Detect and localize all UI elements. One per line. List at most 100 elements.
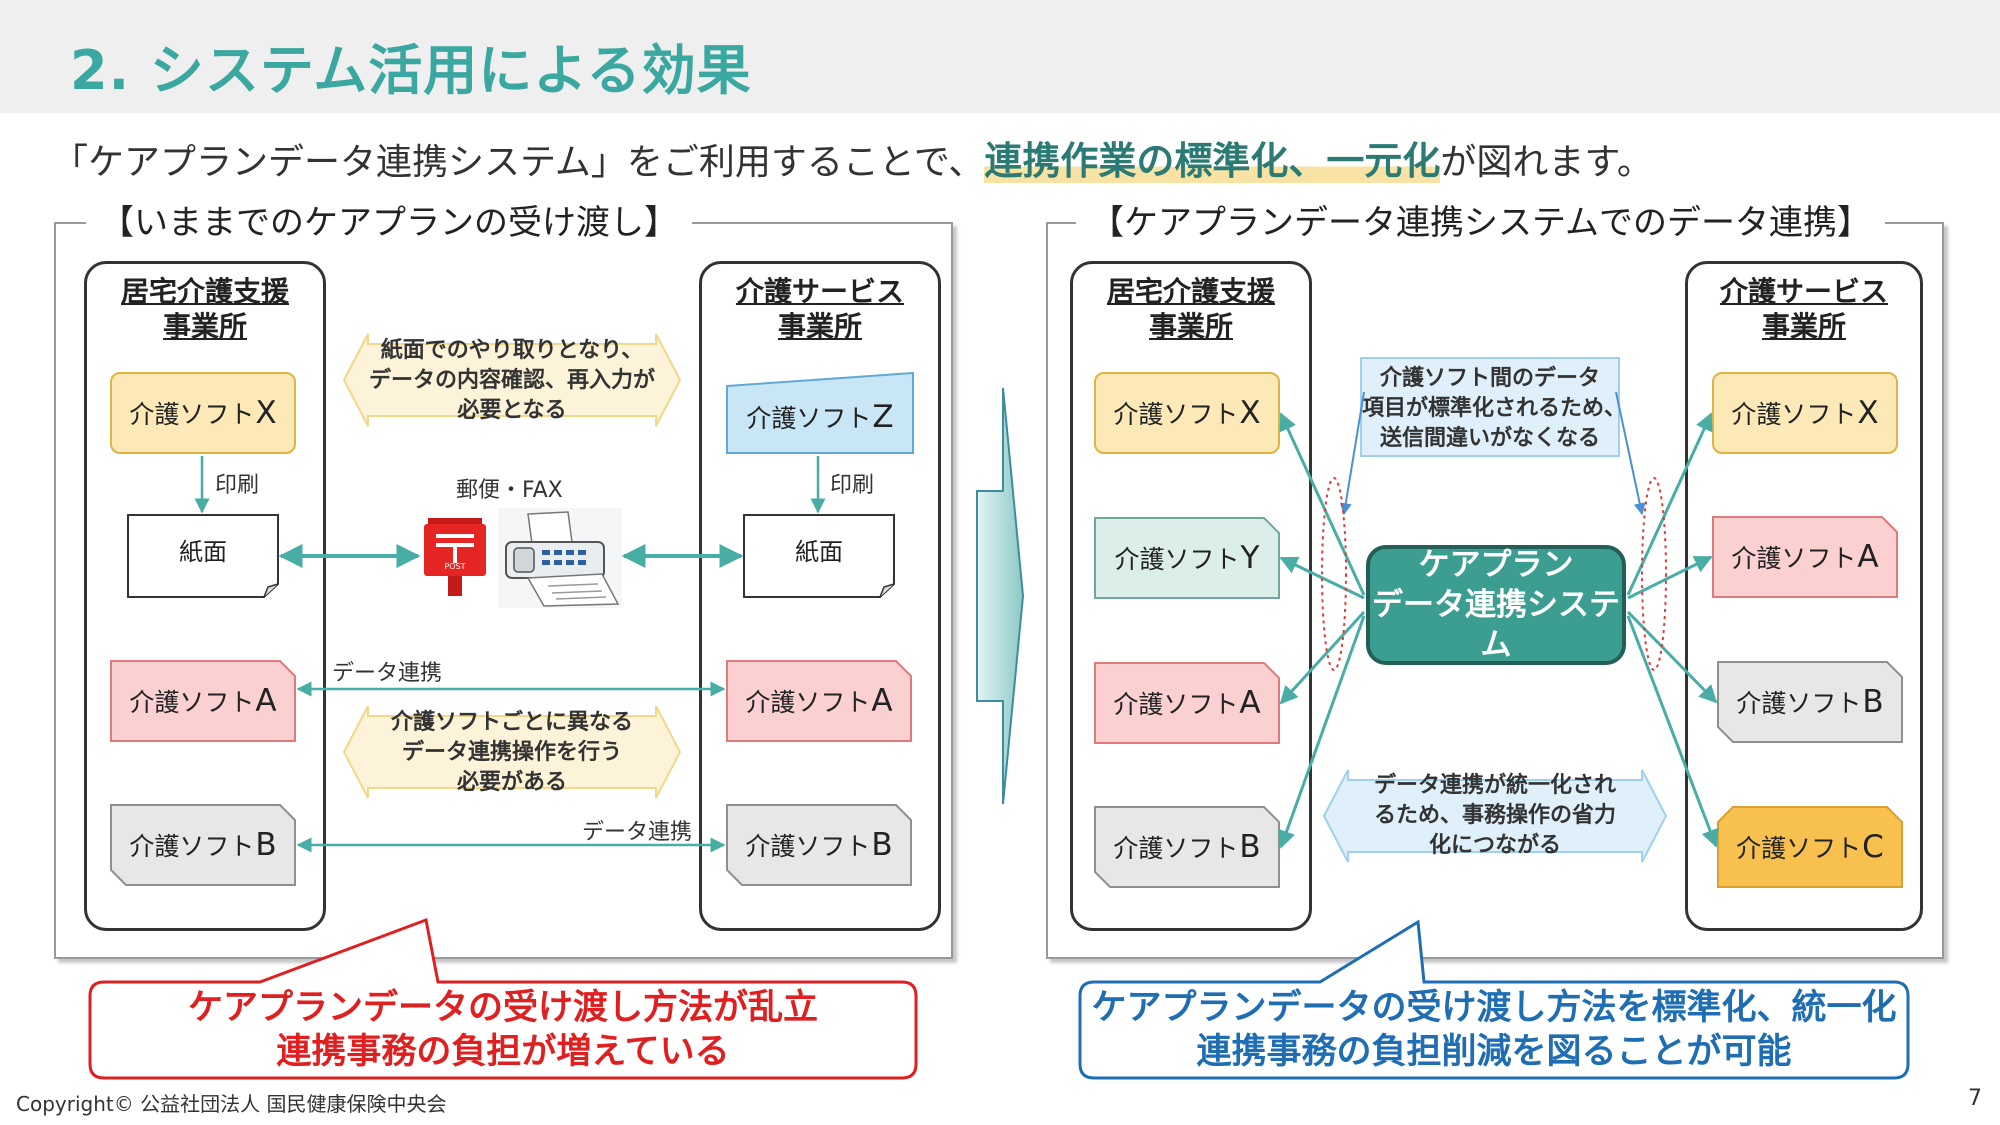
left-service-office-title: 介護サービス 事業所: [699, 274, 941, 344]
right-panel-title: 【ケアプランデータ連携システムでのデータ連携】: [1076, 203, 1885, 243]
core-line2: データ連携システム: [1372, 587, 1620, 663]
left-soft-a-right-shape: [726, 660, 912, 742]
left-soft-x-label: 介護ソフト: [129, 400, 255, 429]
left-note-top-line3: 必要となる: [457, 398, 567, 423]
left-paper-right-label: 紙面: [795, 537, 843, 566]
right-left-soft-a-letter: A: [1239, 685, 1261, 721]
right-right-soft-a: 介護ソフト A: [1712, 516, 1898, 598]
page-subtitle: 「ケアプランデータ連携システム」をご利用することで、連携作業の標準化、一元化が図…: [52, 130, 1653, 185]
right-right-soft-b-label: 介護ソフト: [1736, 689, 1862, 718]
left-paper-left-shape: [127, 514, 279, 598]
right-note-top-line3: 送信間違いがなくなる: [1379, 426, 1600, 451]
right-home-office-line2: 事業所: [1148, 310, 1233, 343]
data-link-a-label: データ連携: [332, 661, 443, 686]
left-service-office-line2: 事業所: [777, 310, 862, 343]
right-right-soft-c-shape: [1717, 806, 1903, 888]
right-left-soft-a-label: 介護ソフト: [1113, 690, 1239, 719]
fax-machine-icon: [498, 508, 622, 608]
left-note-bottom: 介護ソフトごとに異なる データ連携操作を行う 必要がある: [342, 698, 682, 806]
care-plan-data-system: ケアプラン データ連携システム: [1366, 545, 1626, 665]
left-print-label-left: 印刷: [215, 473, 260, 498]
left-note-top-line2: データの内容確認、再入力が: [368, 368, 655, 393]
right-service-office-line2: 事業所: [1761, 310, 1846, 343]
left-soft-a-right-label: 介護ソフト: [745, 688, 871, 717]
left-note-top-shape: [342, 333, 682, 427]
core-line1: ケアプラン: [1418, 547, 1574, 583]
right-left-soft-y-label: 介護ソフト: [1114, 545, 1240, 574]
left-note-bottom-line3: 必要がある: [456, 770, 567, 795]
left-note-bottom-line2: データ連携操作を行う: [401, 740, 622, 765]
right-note-top-line1: 介護ソフト間のデータ: [1379, 366, 1600, 391]
right-note-bottom-line3: 化につながる: [1428, 833, 1561, 858]
left-soft-b-right-letter: B: [871, 827, 893, 863]
right-right-soft-c-letter: C: [1862, 829, 1884, 865]
post-label: POST: [444, 562, 466, 571]
left-paper-left-label: 紙面: [179, 537, 227, 566]
right-right-soft-c-label: 介護ソフト: [1736, 834, 1862, 863]
mail-fax-label: 郵便・FAX: [456, 478, 563, 503]
left-soft-b-left-shape: [110, 804, 296, 886]
right-left-soft-y-shape: [1094, 517, 1280, 599]
left-soft-a-right: 介護ソフト A: [726, 660, 912, 742]
subtitle-post: が図れます。: [1440, 142, 1653, 183]
left-callout-line1: ケアプランデータの受け渡し方法が乱立: [187, 988, 818, 1028]
page-number: 7: [1968, 1086, 1982, 1111]
right-right-soft-a-letter: A: [1857, 539, 1879, 575]
right-home-office-line1: 居宅介護支援: [1106, 275, 1275, 308]
left-soft-b-right-label: 介護ソフト: [745, 832, 871, 861]
left-print-label-right: 印刷: [830, 473, 875, 498]
post-box-icon: POST: [422, 516, 488, 598]
copyright: Copyright© 公益社団法人 国民健康保険中央会: [16, 1092, 447, 1116]
left-soft-z-letter: Z: [872, 399, 894, 435]
left-paper-right-shape: [743, 514, 895, 598]
right-note-bottom-line1: データ連携が統一化され: [1373, 773, 1616, 798]
transition-arrow: [975, 386, 1025, 806]
left-soft-b-left-letter: B: [255, 827, 277, 863]
right-left-soft-a: 介護ソフト A: [1094, 662, 1280, 744]
left-note-bottom-line1: 介護ソフトごとに異なる: [390, 710, 633, 735]
left-soft-b-right-shape: [726, 804, 912, 886]
left-note-top-line1: 紙面でのやり取りとなり、: [380, 338, 644, 363]
left-paper-left: 紙面: [127, 514, 279, 598]
right-right-soft-a-label: 介護ソフト: [1731, 544, 1857, 573]
right-service-office-title: 介護サービス 事業所: [1685, 274, 1923, 344]
left-soft-a-left: 介護ソフト A: [110, 660, 296, 742]
left-note-top: 紙面でのやり取りとなり、 データの内容確認、再入力が 必要となる: [342, 326, 682, 434]
data-link-b-label: データ連携: [582, 820, 693, 845]
right-left-soft-x-label: 介護ソフト: [1113, 400, 1239, 429]
left-callout-line2: 連携事務の負担が増えている: [276, 1032, 730, 1072]
left-soft-z-shape: [726, 372, 914, 454]
right-home-office-title: 居宅介護支援 事業所: [1070, 274, 1312, 344]
header-band: [0, 0, 2000, 113]
left-paper-right: 紙面: [743, 514, 895, 598]
right-left-soft-b-shape: [1094, 806, 1280, 888]
right-left-soft-b-label: 介護ソフト: [1113, 834, 1239, 863]
left-service-office-line1: 介護サービス: [735, 275, 904, 308]
right-callout-text: ケアプランデータの受け渡し方法を標準化、統一化 連携事務の負担削減を図ることが可…: [1080, 986, 1908, 1074]
right-right-soft-x-letter: X: [1857, 395, 1879, 431]
left-soft-x-letter: X: [255, 395, 277, 431]
right-left-soft-x-letter: X: [1239, 395, 1261, 431]
subtitle-highlight: 連携作業の標準化、一元化: [984, 139, 1441, 183]
right-right-soft-x-label: 介護ソフト: [1731, 400, 1857, 429]
right-note-bottom: データ連携が統一化され るため、事務操作の省力 化につながる: [1322, 762, 1668, 870]
left-callout-text: ケアプランデータの受け渡し方法が乱立 連携事務の負担が増えている: [90, 986, 916, 1074]
right-right-soft-b-letter: B: [1862, 684, 1884, 720]
left-soft-a-left-label: 介護ソフト: [129, 688, 255, 717]
right-note-top: 介護ソフト間のデータ 項目が標準化されるため、 送信間違いがなくなる: [1360, 357, 1627, 457]
right-right-soft-b: 介護ソフト B: [1717, 661, 1903, 743]
left-note-bottom-shape: [342, 705, 682, 799]
subtitle-pre: 「ケアプランデータ連携システム」をご利用することで、: [52, 142, 985, 183]
right-right-soft-b-shape: [1717, 661, 1903, 743]
right-callout-line1: ケアプランデータの受け渡し方法を標準化、統一化: [1091, 988, 1897, 1028]
right-left-soft-a-shape: [1094, 662, 1280, 744]
right-right-soft-a-shape: [1712, 516, 1898, 598]
right-note-top-line2: 項目が標準化されるため、: [1362, 396, 1627, 421]
